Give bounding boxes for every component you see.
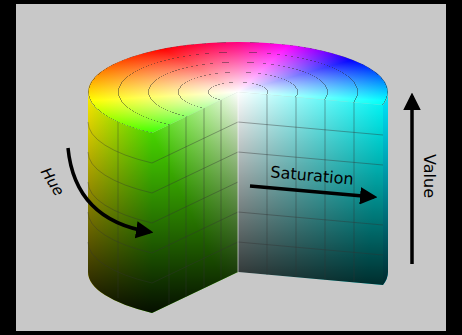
- value-label: Value: [421, 154, 437, 198]
